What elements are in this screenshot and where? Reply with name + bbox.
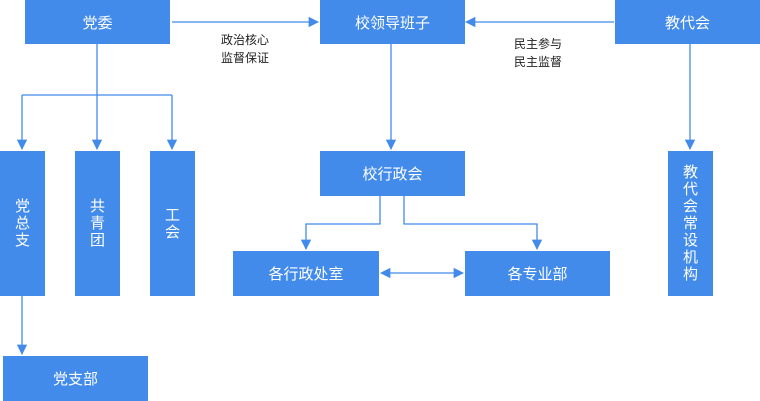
label-line-2: 监督保证: [220, 51, 269, 65]
label-line-1: 政治核心: [220, 33, 269, 47]
node-departments: 各专业部: [465, 251, 610, 296]
node-labor-union: 工会: [150, 151, 195, 296]
node-party-branch: 党支部: [3, 356, 148, 401]
label-party-to-leadership: 政治核心 监督保证: [205, 31, 285, 67]
label-congress-to-leadership: 民主参与 民主监督: [498, 35, 578, 71]
node-administrative-council: 校行政会: [320, 151, 465, 196]
node-staff-congress-standing-body: 教代会常设机构: [668, 151, 713, 296]
label-line-2: 民主监督: [513, 55, 562, 69]
node-school-leadership: 校领导班子: [320, 0, 465, 44]
node-staff-congress: 教代会: [615, 0, 760, 44]
node-party-committee: 党委: [25, 0, 170, 44]
node-youth-league: 共青团: [75, 151, 120, 296]
node-admin-offices: 各行政处室: [233, 251, 379, 296]
edge-council-to-offices: [300, 196, 381, 251]
label-line-1: 民主参与: [513, 37, 562, 51]
node-general-party-branch: 党总支: [0, 151, 45, 296]
edge-council-to-departments: [403, 196, 543, 251]
